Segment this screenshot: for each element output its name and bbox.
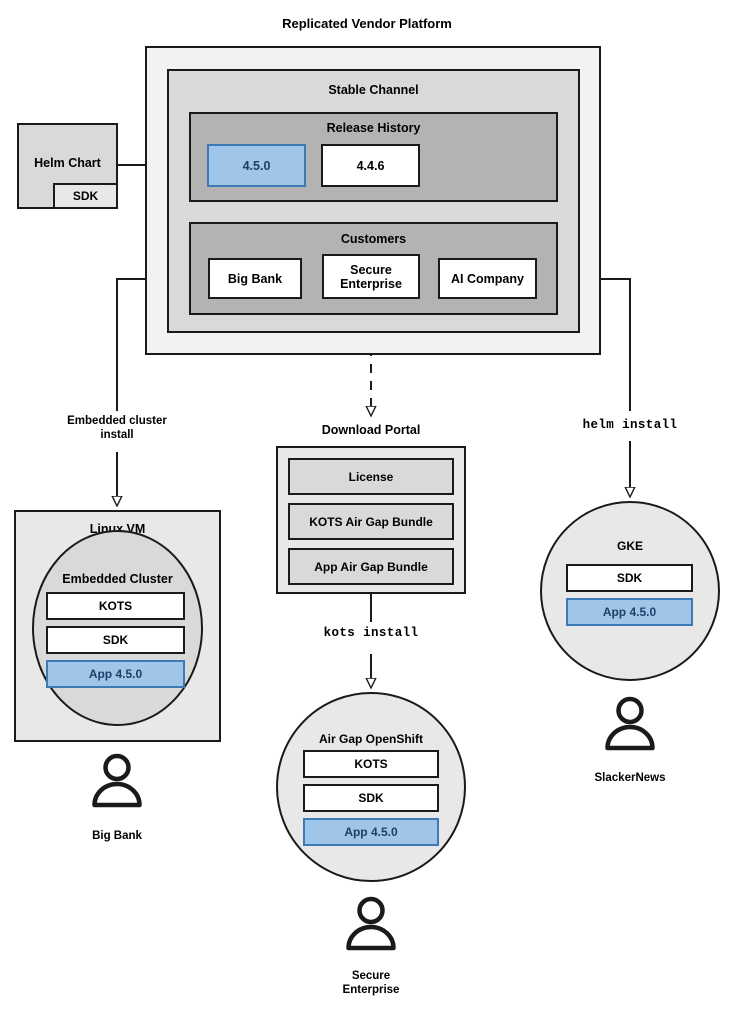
airgap-component-app[interactable]: App 4.5.0	[303, 818, 439, 846]
gke-title: GKE	[616, 539, 643, 553]
persona-big-bank-label: Big Bank	[92, 830, 142, 842]
persona-secure-enterprise-label: Secure Enterprise	[291, 970, 451, 997]
download-portal-title: Download Portal	[321, 423, 421, 437]
helm-chart-sdk-box[interactable]: SDK	[53, 183, 118, 209]
customer-secure-enterprise-line2: Enterprise	[340, 276, 402, 291]
edge-label-kots-install: kots install	[323, 626, 419, 640]
airgap-component-sdk[interactable]: SDK	[303, 784, 439, 812]
edge-label-embedded-line1: Embedded cluster	[67, 415, 167, 427]
edge-label-helm-install: helm install	[582, 418, 678, 432]
release-chip-current[interactable]: 4.5.0	[207, 144, 306, 187]
release-chip-previous[interactable]: 4.4.6	[321, 144, 420, 187]
release-history-title: Release History	[326, 121, 421, 135]
download-portal-item-kots-airgap-bundle[interactable]: KOTS Air Gap Bundle	[288, 503, 454, 540]
gke-component-sdk[interactable]: SDK	[566, 564, 693, 592]
edge-label-embedded-cluster-install: Embedded cluster install	[37, 415, 197, 442]
customer-big-bank[interactable]: Big Bank	[208, 258, 302, 299]
download-portal-item-app-airgap-bundle[interactable]: App Air Gap Bundle	[288, 548, 454, 585]
helm-chart-label: Helm Chart	[34, 156, 101, 170]
page-title: Replicated Vendor Platform	[282, 16, 452, 31]
persona-slackernews-label: SlackerNews	[594, 772, 666, 784]
linux-vm-component-sdk[interactable]: SDK	[46, 626, 185, 654]
persona-big-bank-icon	[92, 753, 142, 808]
persona-slackernews-icon	[605, 696, 655, 751]
persona-secure-enterprise-line2: Enterprise	[342, 983, 400, 996]
customer-secure-enterprise[interactable]: Secure Enterprise	[322, 254, 420, 299]
customers-title: Customers	[340, 232, 407, 246]
airgap-component-kots[interactable]: KOTS	[303, 750, 439, 778]
embedded-cluster-title: Embedded Cluster	[62, 572, 173, 586]
customer-secure-enterprise-line1: Secure	[350, 262, 392, 277]
linux-vm-component-app[interactable]: App 4.5.0	[46, 660, 185, 688]
persona-secure-enterprise-icon	[346, 896, 396, 951]
gke-component-app[interactable]: App 4.5.0	[566, 598, 693, 626]
download-portal-item-license[interactable]: License	[288, 458, 454, 495]
linux-vm-component-kots[interactable]: KOTS	[46, 592, 185, 620]
airgap-openshift-title: Air Gap OpenShift	[318, 732, 423, 746]
edge-label-embedded-line2: install	[100, 428, 134, 441]
persona-secure-enterprise-line1: Secure	[351, 970, 391, 982]
stable-channel-title: Stable Channel	[328, 83, 419, 97]
customer-ai-company[interactable]: AI Company	[438, 258, 537, 299]
